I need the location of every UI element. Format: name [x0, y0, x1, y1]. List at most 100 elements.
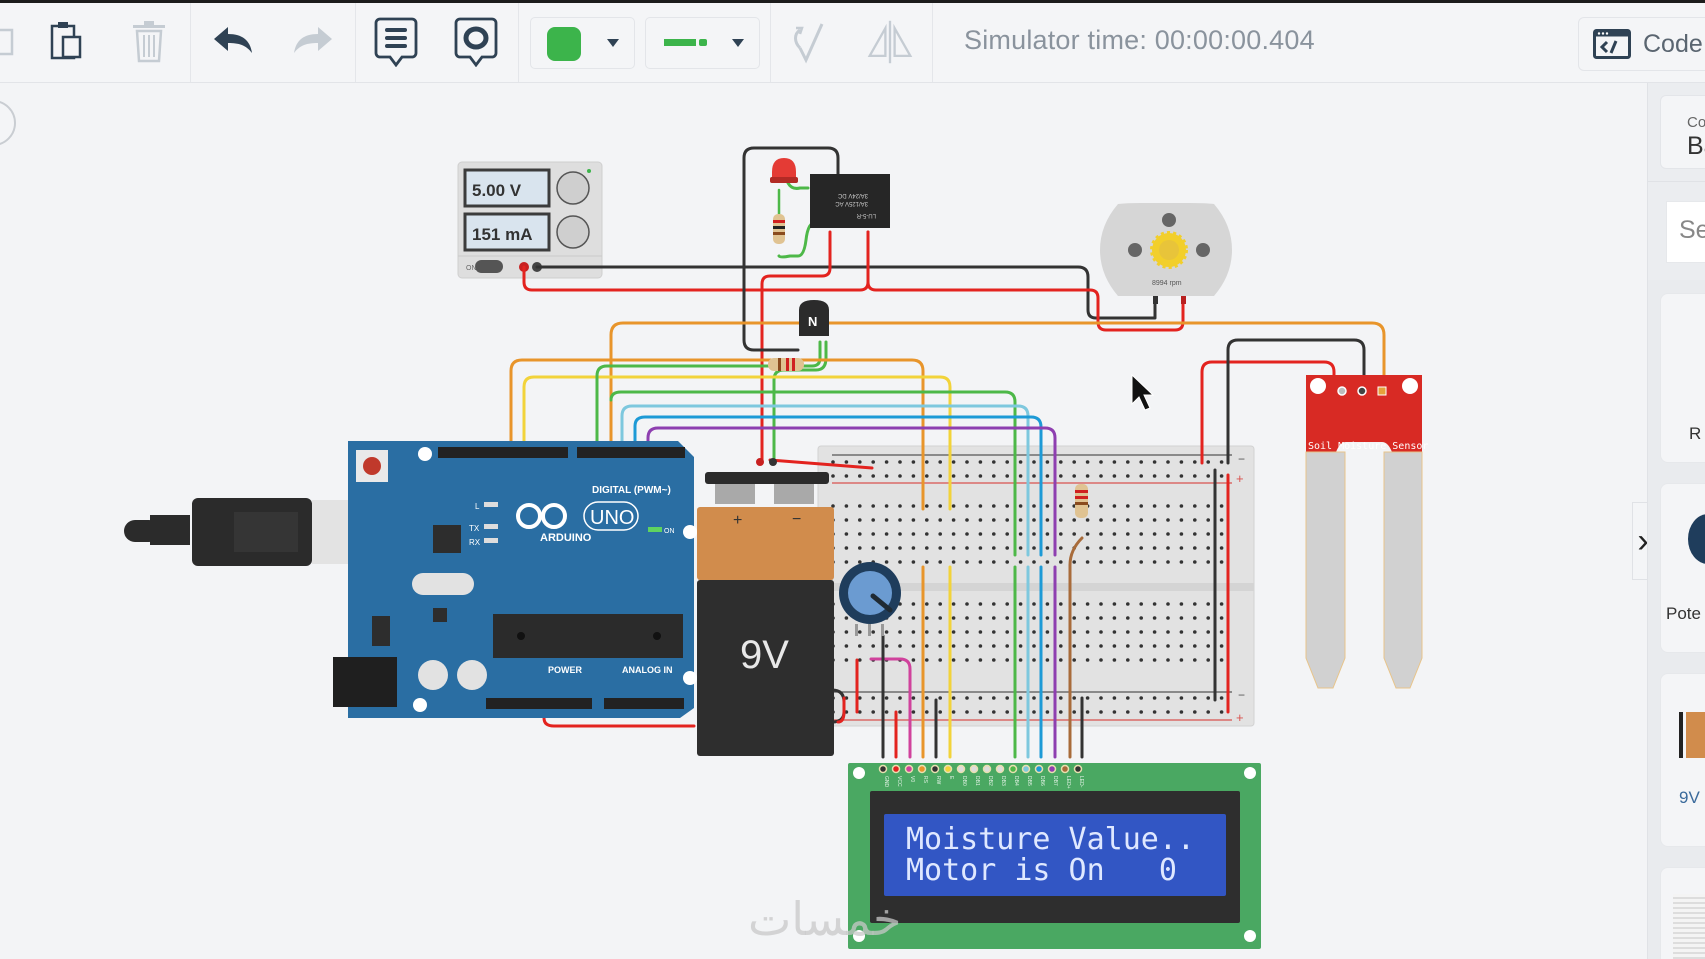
- breadboard-hole[interactable]: [1206, 658, 1210, 662]
- breadboard-hole[interactable]: [1099, 474, 1103, 478]
- breadboard-hole[interactable]: [951, 630, 956, 634]
- breadboard-hole[interactable]: [898, 630, 902, 634]
- breadboard-hole[interactable]: [1032, 644, 1036, 648]
- breadboard-hole[interactable]: [965, 474, 969, 478]
- annotations-button[interactable]: [452, 17, 500, 67]
- breadboard-hole[interactable]: [884, 460, 889, 464]
- breadboard-hole[interactable]: [858, 630, 862, 634]
- breadboard-hole[interactable]: [1045, 696, 1050, 700]
- breadboard-hole[interactable]: [1152, 644, 1157, 648]
- breadboard-hole[interactable]: [978, 658, 983, 662]
- breadboard-hole[interactable]: [1219, 696, 1224, 700]
- breadboard-hole[interactable]: [1085, 710, 1090, 714]
- breadboard-hole[interactable]: [858, 546, 862, 550]
- breadboard-hole[interactable]: [1059, 696, 1063, 700]
- breadboard-hole[interactable]: [1112, 602, 1117, 606]
- breadboard-hole[interactable]: [1005, 474, 1009, 478]
- breadboard-hole[interactable]: [951, 644, 956, 648]
- breadboard-hole[interactable]: [844, 546, 849, 550]
- breadboard-hole[interactable]: [1072, 602, 1076, 606]
- wire-green[interactable]: [609, 390, 1017, 557]
- breadboard-hole[interactable]: [925, 460, 929, 464]
- wire-red[interactable]: [760, 230, 832, 462]
- wire-lightblue[interactable]: [620, 404, 1030, 557]
- breadboard-hole[interactable]: [978, 644, 983, 648]
- breadboard-hole[interactable]: [1085, 560, 1090, 564]
- breadboard-hole[interactable]: [1206, 644, 1210, 648]
- breadboard-hole[interactable]: [1032, 546, 1036, 550]
- breadboard-hole[interactable]: [951, 460, 956, 464]
- breadboard-hole[interactable]: [898, 560, 902, 564]
- breadboard-hole[interactable]: [1059, 532, 1063, 536]
- breadboard-hole[interactable]: [1126, 532, 1130, 536]
- breadboard-hole[interactable]: [1152, 474, 1157, 478]
- breadboard-hole[interactable]: [1085, 644, 1090, 648]
- breadboard-hole[interactable]: [965, 532, 969, 536]
- breadboard-hole[interactable]: [1126, 602, 1130, 606]
- breadboard-hole[interactable]: [884, 546, 889, 550]
- breadboard-hole[interactable]: [1166, 532, 1170, 536]
- breadboard-hole[interactable]: [1219, 546, 1224, 550]
- wire-yellow[interactable]: [522, 375, 952, 511]
- breadboard-hole[interactable]: [951, 474, 956, 478]
- breadboard-hole[interactable]: [1193, 504, 1197, 508]
- breadboard-hole[interactable]: [1099, 518, 1103, 522]
- breadboard-hole[interactable]: [1219, 630, 1224, 634]
- resistor[interactable]: [768, 358, 804, 371]
- breadboard-hole[interactable]: [1193, 602, 1197, 606]
- lcd-pin[interactable]: [878, 764, 888, 774]
- breadboard-hole[interactable]: [844, 644, 849, 648]
- breadboard-hole[interactable]: [1193, 696, 1197, 700]
- breadboard-hole[interactable]: [925, 658, 929, 662]
- breadboard-hole[interactable]: [1072, 532, 1076, 536]
- breadboard-hole[interactable]: [1193, 532, 1197, 536]
- breadboard-hole[interactable]: [1179, 602, 1184, 606]
- breadboard-hole[interactable]: [992, 504, 996, 508]
- breadboard-hole[interactable]: [911, 696, 916, 700]
- wire-red[interactable]: [1200, 360, 1336, 465]
- breadboard-hole[interactable]: [1099, 644, 1103, 648]
- breadboard-hole[interactable]: [925, 518, 929, 522]
- paste-button[interactable]: [42, 17, 90, 67]
- breadboard-hole[interactable]: [1018, 710, 1023, 714]
- breadboard-hole[interactable]: [951, 710, 956, 714]
- lcd-pin[interactable]: [891, 764, 901, 774]
- breadboard-hole[interactable]: [1032, 518, 1036, 522]
- breadboard-hole[interactable]: [1045, 532, 1050, 536]
- breadboard-hole[interactable]: [1045, 504, 1050, 508]
- breadboard-hole[interactable]: [898, 546, 902, 550]
- breadboard-hole[interactable]: [1045, 630, 1050, 634]
- breadboard-hole[interactable]: [1045, 518, 1050, 522]
- breadboard-hole[interactable]: [1139, 460, 1143, 464]
- breadboard-hole[interactable]: [1072, 560, 1076, 564]
- breadboard-hole[interactable]: [871, 532, 875, 536]
- breadboard-hole[interactable]: [1126, 710, 1130, 714]
- breadboard-hole[interactable]: [978, 546, 983, 550]
- breadboard-hole[interactable]: [1112, 630, 1117, 634]
- breadboard-hole[interactable]: [1059, 504, 1063, 508]
- breadboard-hole[interactable]: [1018, 560, 1023, 564]
- breadboard-hole[interactable]: [925, 616, 929, 620]
- breadboard-hole[interactable]: [992, 460, 996, 464]
- breadboard-hole[interactable]: [858, 474, 862, 478]
- breadboard-hole[interactable]: [1099, 616, 1103, 620]
- breadboard-hole[interactable]: [925, 630, 929, 634]
- breadboard-hole[interactable]: [911, 658, 916, 662]
- breadboard-hole[interactable]: [1032, 630, 1036, 634]
- breadboard-hole[interactable]: [1219, 658, 1224, 662]
- breadboard-hole[interactable]: [1005, 696, 1009, 700]
- lcd-pin[interactable]: [956, 764, 966, 774]
- breadboard-hole[interactable]: [1018, 518, 1023, 522]
- breadboard-hole[interactable]: [1059, 560, 1063, 564]
- breadboard-hole[interactable]: [1179, 518, 1184, 522]
- breadboard-hole[interactable]: [1193, 546, 1197, 550]
- breadboard-hole[interactable]: [1045, 560, 1050, 564]
- breadboard-hole[interactable]: [992, 560, 996, 564]
- breadboard-hole[interactable]: [938, 616, 942, 620]
- breadboard-hole[interactable]: [898, 504, 902, 508]
- breadboard-hole[interactable]: [1099, 696, 1103, 700]
- breadboard-hole[interactable]: [1152, 602, 1157, 606]
- current-knob[interactable]: [556, 215, 590, 249]
- breadboard-hole[interactable]: [1139, 560, 1143, 564]
- breadboard-hole[interactable]: [1059, 518, 1063, 522]
